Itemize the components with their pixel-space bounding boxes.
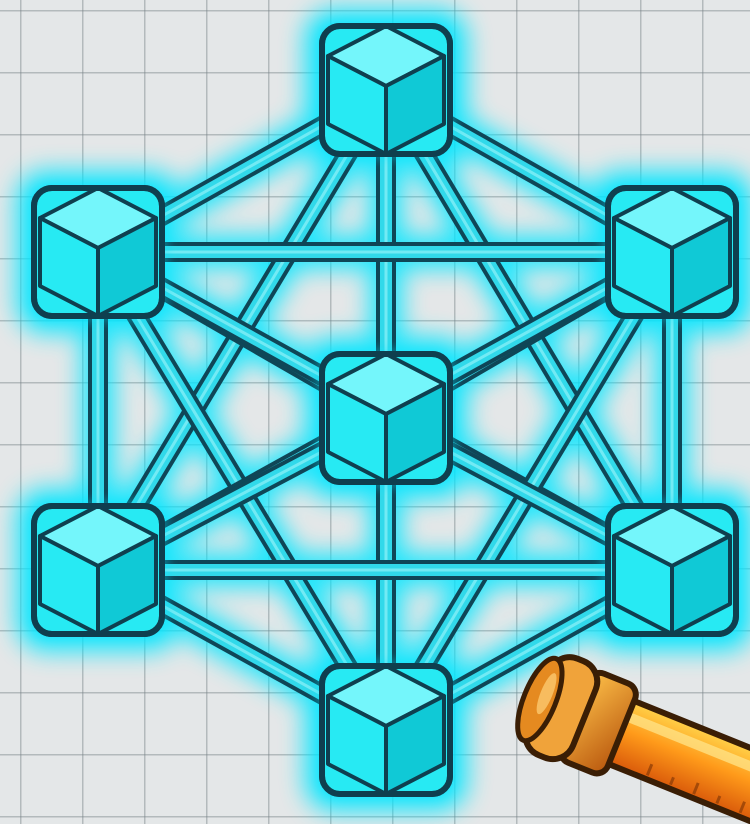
cube-icon-top[interactable] [316, 20, 456, 160]
cube-icon-lower-left[interactable] [28, 500, 168, 640]
cube-icon-upper-right[interactable] [602, 182, 742, 322]
atom-nodes [28, 20, 742, 800]
cube-icon-upper-left[interactable] [28, 182, 168, 322]
cube-icon-lower-right[interactable] [602, 500, 742, 640]
cube-icon-bottom[interactable] [316, 660, 456, 800]
pipe-tool-icon[interactable] [506, 645, 750, 824]
cube-icon-center[interactable] [316, 348, 456, 488]
